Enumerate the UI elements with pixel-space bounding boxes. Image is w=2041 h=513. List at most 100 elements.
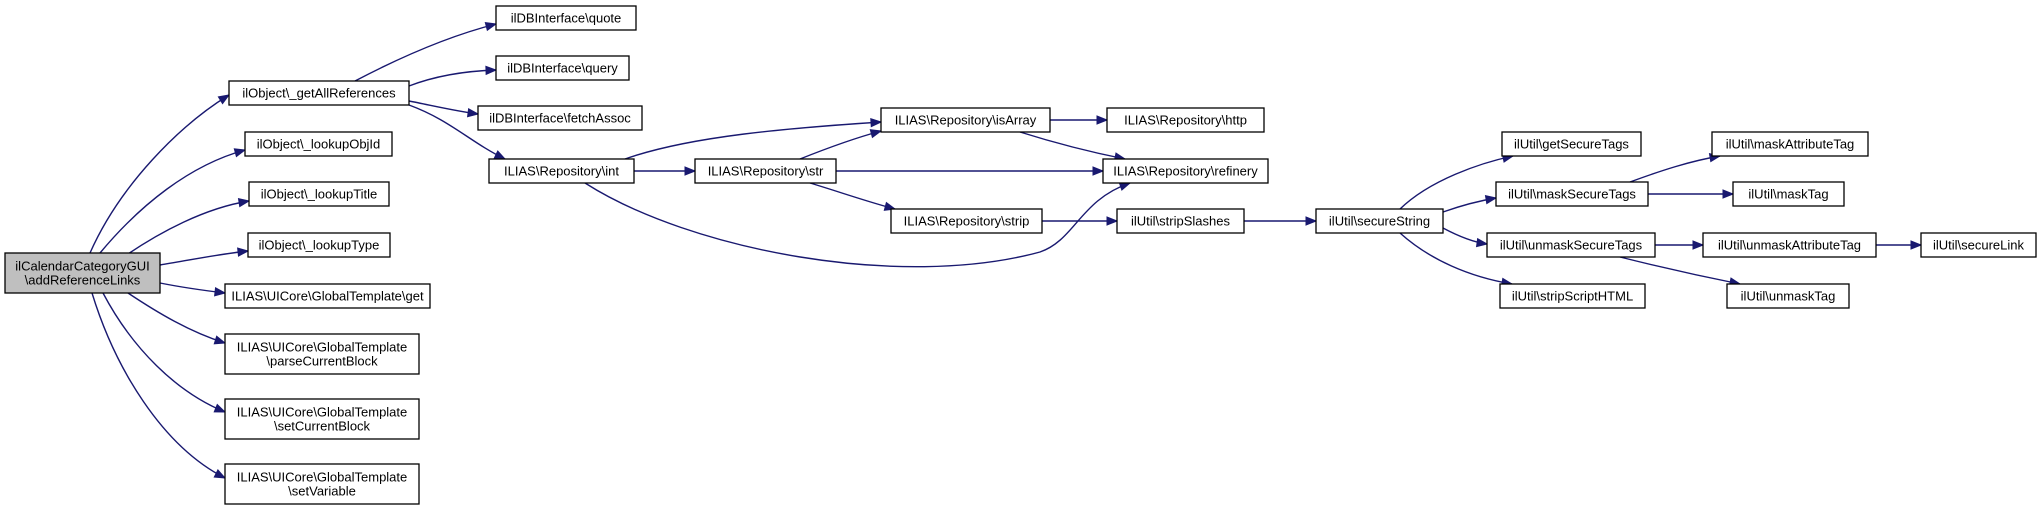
node-unmaskAttributeTag[interactable]: ilUtil\unmaskAttributeTag [1702,232,1877,258]
node-label: ILIAS\UICore\GlobalTemplate [237,340,408,355]
node-label: ILIAS\Repository\int [504,164,619,179]
node-label: ILIAS\Repository\refinery [1113,164,1258,179]
node-box [495,5,637,31]
node-secureString[interactable]: ilUtil\secureString [1315,208,1444,234]
node-lookupTitle[interactable]: ilObject\_lookupTitle [248,181,390,207]
node-label: ILIAS\Repository\str [708,164,824,179]
node-lookupType[interactable]: ilObject\_lookupType [247,232,391,258]
edge-line [624,121,882,160]
node-stripSlashes[interactable]: ilUtil\stripSlashes [1116,208,1245,234]
node-repoRefinery[interactable]: ILIAS\Repository\refinery [1102,158,1269,184]
edge-line [584,182,1131,268]
node-dbQuote[interactable]: ilDBInterface\quote [495,5,637,31]
node-box [1106,107,1265,133]
node-root[interactable]: ilCalendarCategoryGUI\addReferenceLinks [4,252,161,294]
node-dbQuery[interactable]: ilDBInterface\query [495,55,630,81]
node-getSecureTags[interactable]: ilUtil\getSecureTags [1501,131,1642,157]
arrowhead-icon [869,129,883,139]
node-maskTag[interactable]: ilUtil\maskTag [1732,181,1845,207]
node-label: ilUtil\getSecureTags [1514,137,1629,152]
node-box [224,283,431,309]
edge-root-to-lookupType [159,247,250,266]
node-secureLink[interactable]: ilUtil\secureLink [1920,232,2037,258]
node-label: ilCalendarCategoryGUI [15,259,149,274]
node-box [224,333,420,375]
node-maskAttributeTag[interactable]: ilUtil\maskAttributeTag [1711,131,1869,157]
node-repoHttp[interactable]: ILIAS\Repository\http [1106,107,1265,133]
arrowhead-icon [1722,189,1735,199]
arrowhead-icon [233,148,247,158]
node-box [1486,232,1656,258]
node-repoInt[interactable]: ILIAS\Repository\int [488,158,635,184]
edge-line [408,100,479,115]
node-box [1732,181,1845,207]
edge-unmaskSecureTags-to-unmaskTag [1619,256,1742,287]
node-repoStrip[interactable]: ILIAS\Repository\strip [890,208,1043,234]
node-label: \setVariable [288,484,356,499]
edge-repoInt-to-repoStr [633,166,697,176]
edge-line [102,292,226,413]
node-box [4,252,161,294]
node-gtParse[interactable]: ILIAS\UICore\GlobalTemplate\parseCurrent… [224,333,420,375]
node-gtSet[interactable]: ILIAS\UICore\GlobalTemplate\setCurrentBl… [224,398,420,440]
edge-repoStrip-to-stripSlashes [1042,216,1119,226]
arrowhead-icon [1910,240,1923,250]
arrowhead-icon [213,335,227,345]
edge-line [408,104,506,160]
node-label: ilUtil\secureLink [1933,238,2025,253]
node-label: ilUtil\stripScriptHTML [1512,289,1633,304]
edge-unmaskAttributeTag-to-secureLink [1876,240,1923,250]
node-box [694,158,837,184]
node-stripScriptHTML[interactable]: ilUtil\stripScriptHTML [1499,283,1646,309]
edge-unmaskSecureTags-to-unmaskAttributeTag [1655,240,1705,250]
node-unmaskTag[interactable]: ilUtil\unmaskTag [1726,283,1850,309]
edge-line [89,94,230,254]
node-repoIsArray[interactable]: ILIAS\Repository\isArray [880,107,1051,133]
edge-root-to-gtParse [127,292,227,345]
node-label: ilUtil\maskTag [1748,187,1828,202]
arrowhead-icon [217,94,231,105]
node-getAllRefs[interactable]: ilObject\_getAllReferences [228,80,410,106]
edge-maskSecureTags-to-maskAttributeTag [1629,153,1722,183]
node-box [1501,131,1642,157]
edge-line [159,250,249,266]
node-gtGet[interactable]: ILIAS\UICore\GlobalTemplate\get [224,283,431,309]
node-lookupObjId[interactable]: ilObject\_lookupObjId [244,131,393,157]
arrowhead-icon [1092,166,1105,176]
node-repoStr[interactable]: ILIAS\Repository\str [694,158,837,184]
node-label: \setCurrentBlock [274,419,371,434]
arrowhead-icon [1096,115,1109,125]
node-label: ilObject\_lookupObjId [257,137,381,152]
node-label: ilUtil\maskAttributeTag [1726,137,1855,152]
edge-repoIsArray-to-repoRefinery [1019,131,1127,162]
arrowhead-icon [237,247,250,257]
edge-line [799,130,882,160]
node-box [224,463,420,505]
arrowhead-icon [214,287,227,297]
node-box [1499,283,1646,309]
node-box [488,158,635,184]
edge-line [1399,155,1514,210]
node-label: ilObject\_lookupTitle [261,187,378,202]
node-box [495,55,630,81]
node-label: ILIAS\UICore\GlobalTemplate\get [231,289,424,304]
node-box [247,232,391,258]
edge-repoStr-to-repoStrip [809,182,897,211]
node-dbFetch[interactable]: ilDBInterface\fetchAssoc [477,105,643,131]
node-gtVar[interactable]: ILIAS\UICore\GlobalTemplate\setVariable [224,463,420,505]
node-maskSecureTags[interactable]: ilUtil\maskSecureTags [1495,181,1649,207]
arrowhead-icon [485,65,498,76]
node-label: ilDBInterface\fetchAssoc [489,111,631,126]
edge-secureString-to-maskSecureTags [1442,195,1498,213]
arrowhead-icon [466,107,480,118]
node-label: ilUtil\unmaskAttributeTag [1718,238,1861,253]
node-unmaskSecureTags[interactable]: ilUtil\unmaskSecureTags [1486,232,1656,258]
edge-line [1629,155,1721,183]
node-label: ilUtil\stripSlashes [1131,214,1230,229]
node-label: ILIAS\Repository\isArray [895,113,1037,128]
node-box [244,131,393,157]
node-label: ILIAS\UICore\GlobalTemplate [237,470,408,485]
edge-line [1619,256,1741,285]
edge-line [408,69,497,87]
